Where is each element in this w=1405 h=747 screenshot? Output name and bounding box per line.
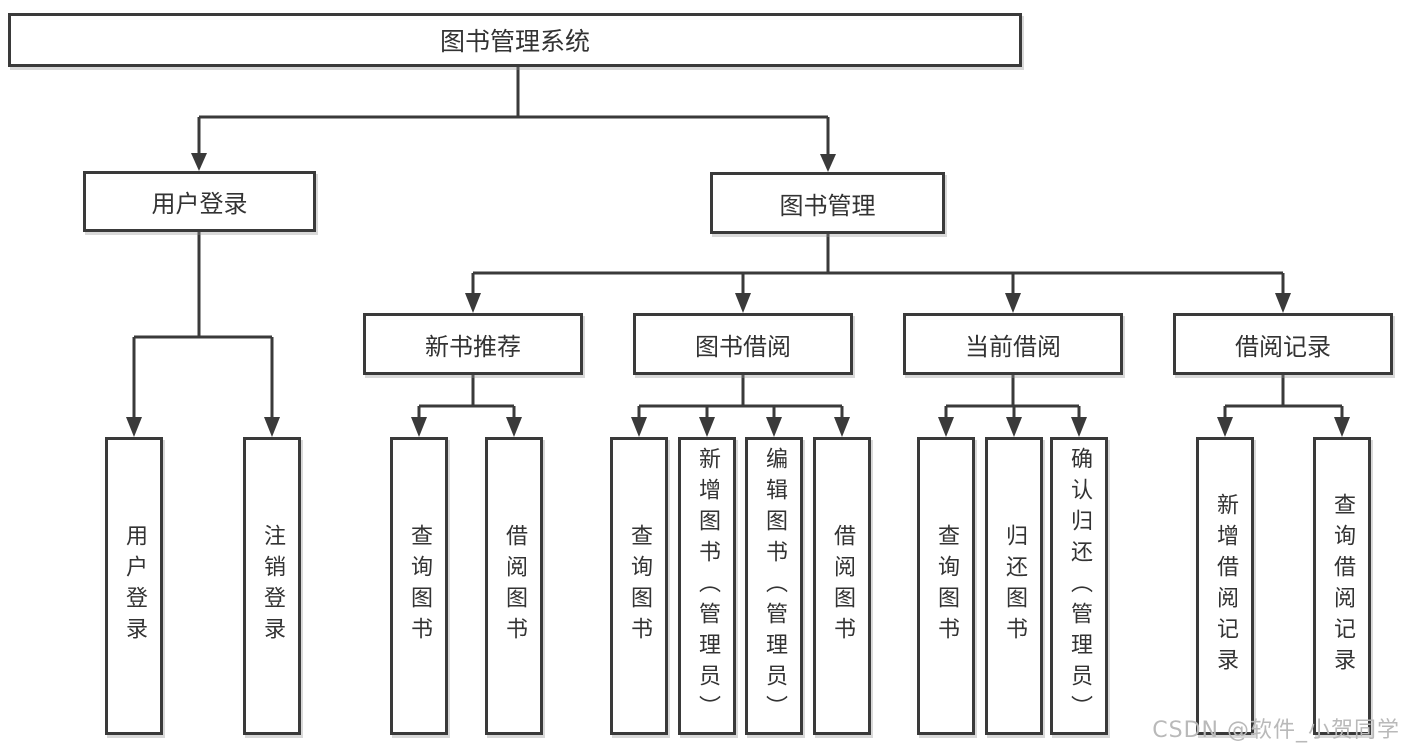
leaf-label: 注销登录 — [260, 524, 285, 648]
leaf-label: 新增借阅记录 — [1213, 493, 1238, 679]
leaf-label: 确认归还（管理员） — [1067, 446, 1092, 726]
leaf-recommend-borrow-books: 借阅图书 — [485, 437, 543, 735]
node-label: 当前借阅 — [965, 332, 1061, 361]
leaf-borrow-query-books: 查询图书 — [610, 437, 668, 735]
leaf-label: 查询借阅记录 — [1330, 493, 1355, 679]
leaf-label: 编辑图书（管理员） — [762, 446, 787, 726]
node-book-management: 图书管理 — [710, 172, 945, 234]
node-label: 新书推荐 — [425, 332, 521, 361]
leaf-borrow-add-books-admin: 新增图书（管理员） — [678, 437, 736, 735]
node-label: 用户登录 — [151, 190, 248, 218]
leaf-label: 新增图书（管理员） — [695, 446, 720, 726]
leaf-user-login: 用户登录 — [105, 437, 163, 735]
leaf-current-query-books: 查询图书 — [917, 437, 975, 735]
leaf-label: 借阅图书 — [830, 524, 855, 648]
node-borrow-records: 借阅记录 — [1173, 313, 1393, 375]
leaf-label: 借阅图书 — [502, 524, 527, 648]
node-current-borrow: 当前借阅 — [903, 313, 1123, 375]
node-user-login: 用户登录 — [83, 171, 316, 232]
node-new-book-recommend: 新书推荐 — [363, 313, 583, 375]
leaf-label: 查询图书 — [407, 524, 432, 648]
node-label: 图书借阅 — [695, 332, 791, 361]
leaf-recommend-query-books: 查询图书 — [390, 437, 448, 735]
leaf-records-add-record: 新增借阅记录 — [1196, 437, 1254, 735]
leaf-current-return-books: 归还图书 — [985, 437, 1043, 735]
node-book-borrow: 图书借阅 — [633, 313, 853, 375]
leaf-label: 用户登录 — [122, 524, 147, 648]
node-library-management-system: 图书管理系统 — [8, 13, 1022, 67]
leaf-label: 查询图书 — [934, 524, 959, 648]
node-label: 借阅记录 — [1235, 332, 1331, 361]
leaf-records-query-record: 查询借阅记录 — [1313, 437, 1371, 735]
leaf-borrow-edit-books-admin: 编辑图书（管理员） — [745, 437, 803, 735]
node-label: 图书管理系统 — [439, 27, 590, 56]
leaf-label: 归还图书 — [1002, 524, 1027, 648]
leaf-logout: 注销登录 — [243, 437, 301, 735]
leaf-borrow-borrow-books: 借阅图书 — [813, 437, 871, 735]
node-label: 图书管理 — [779, 191, 876, 220]
leaf-label: 查询图书 — [627, 524, 652, 648]
leaf-current-confirm-return-admin: 确认归还（管理员） — [1050, 437, 1108, 735]
